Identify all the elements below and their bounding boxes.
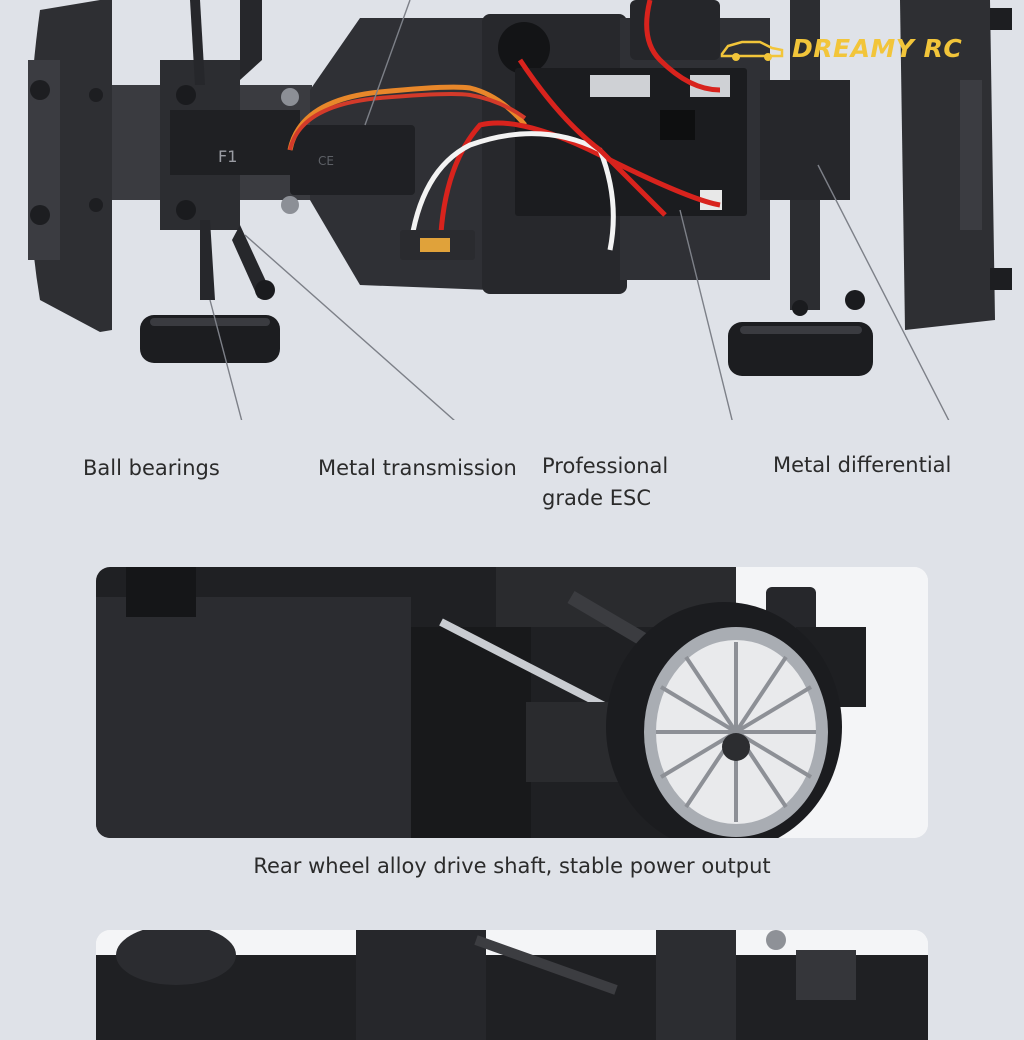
label-metal-transmission: Metal transmission: [318, 456, 517, 480]
brand-name: DREAMY RC: [792, 34, 963, 63]
chassis-illustration: F1 CE: [0, 0, 1024, 480]
drive-shaft-caption: Rear wheel alloy drive shaft, stable pow…: [253, 854, 771, 878]
chassis-svg: F1 CE: [28, 0, 1012, 453]
chassis-detail-photo: [96, 930, 928, 1040]
gearbox-block: [96, 597, 411, 838]
rear-wheel: [728, 322, 873, 376]
steering-servo: [290, 125, 415, 195]
drive-shaft-photo: [96, 567, 928, 838]
label-esc-line2: grade ESC: [542, 486, 652, 510]
label-metal-differential: Metal differential: [773, 453, 952, 477]
label-esc-line1: Professional: [542, 454, 669, 478]
label-ball-bearings: Ball bearings: [83, 456, 220, 480]
drive-shaft-svg: [96, 567, 928, 838]
car-logo-icon: [720, 40, 784, 61]
front-wheel: [140, 315, 280, 363]
motor: [630, 0, 720, 60]
esc-board: [515, 68, 747, 216]
chassis-marking: F1: [218, 147, 237, 166]
rear-differential: [760, 80, 850, 200]
brand-logo: DREAMY RC: [720, 34, 962, 63]
svg-text:CE: CE: [318, 154, 334, 168]
